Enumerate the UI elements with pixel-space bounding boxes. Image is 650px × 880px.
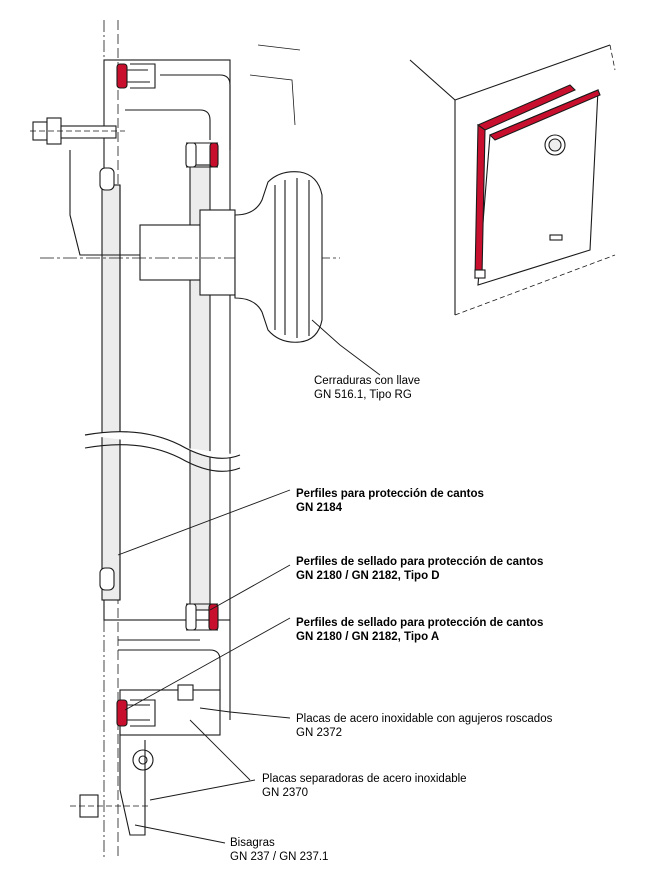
label-bisagras-title: Bisagras bbox=[230, 837, 275, 849]
label-bisagras-code: GN 237 / GN 237.1 bbox=[230, 851, 329, 863]
cabinet-isometric bbox=[409, 44, 616, 316]
label-placas-acero: Placas de acero inoxidable con agujeros … bbox=[296, 712, 552, 740]
label-placas-separadoras: Placas separadoras de acero inoxidable G… bbox=[262, 772, 467, 800]
label-placas-separadoras-title: Placas separadoras de acero inoxidable bbox=[262, 773, 467, 785]
label-perfiles-sellado-d-code: GN 2180 / GN 2182, Tipo D bbox=[296, 570, 440, 582]
seal-profiles bbox=[99, 63, 219, 727]
label-perfiles-sellado-a-code: GN 2180 / GN 2182, Tipo A bbox=[296, 631, 440, 643]
label-perfiles-proteccion: Perfiles para protección de cantos GN 21… bbox=[296, 487, 484, 515]
label-placas-separadoras-code: GN 2370 bbox=[262, 787, 309, 799]
leader-lines bbox=[117, 319, 381, 844]
label-perfiles-sellado-d: Perfiles de sellado para protección de c… bbox=[296, 555, 543, 583]
frame-section bbox=[30, 20, 340, 860]
label-placas-acero-code: GN 2372 bbox=[296, 727, 343, 739]
label-cerraduras: Cerraduras con llave GN 516.1, Tipo RG bbox=[314, 374, 420, 402]
label-perfiles-proteccion-title: Perfiles para protección de cantos bbox=[296, 488, 484, 500]
label-cerraduras-title: Cerraduras con llave bbox=[314, 375, 421, 387]
label-perfiles-sellado-d-title: Perfiles de sellado para protección de c… bbox=[296, 556, 544, 568]
label-bisagras: Bisagras GN 237 / GN 237.1 bbox=[230, 836, 328, 864]
label-perfiles-sellado-a-title: Perfiles de sellado para protección de c… bbox=[296, 617, 544, 629]
label-perfiles-proteccion-code: GN 2184 bbox=[296, 502, 343, 514]
label-perfiles-sellado-a: Perfiles de sellado para protección de c… bbox=[296, 616, 543, 644]
label-cerraduras-code: GN 516.1, Tipo RG bbox=[314, 389, 412, 401]
label-placas-acero-title: Placas de acero inoxidable con agujeros … bbox=[296, 713, 553, 725]
